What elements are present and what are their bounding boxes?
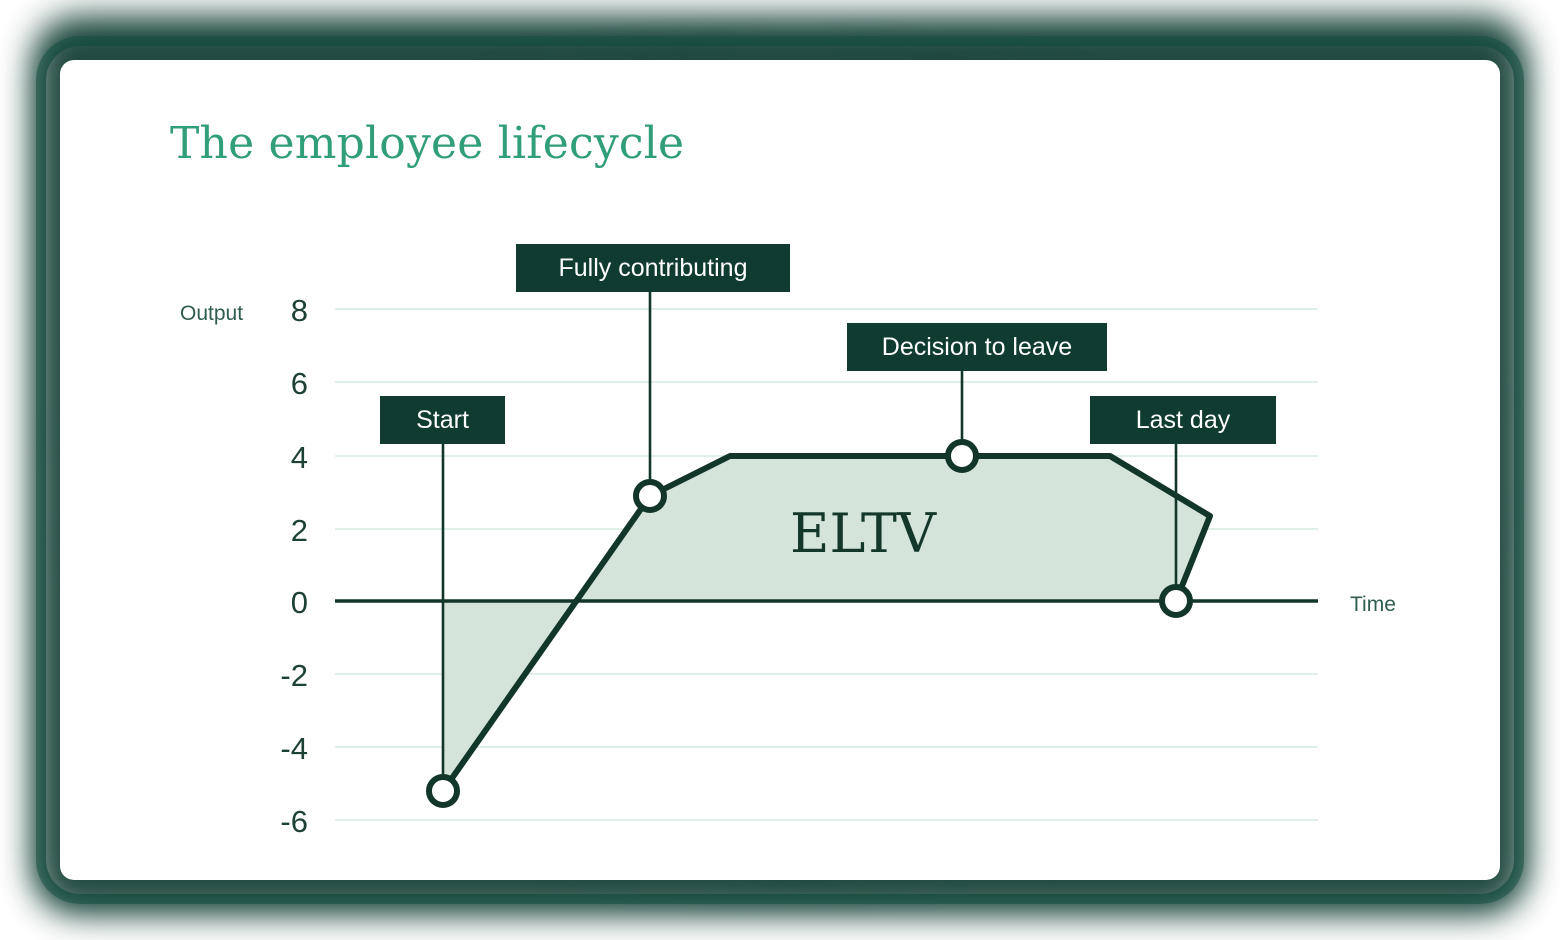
callout-start-label: Start: [416, 406, 469, 434]
callout-last-day-label: Last day: [1136, 406, 1231, 434]
output-curve: [440, 453, 1213, 794]
page-title: The employee lifecycle: [170, 118, 685, 169]
y-tick-label-0: 0: [291, 585, 308, 620]
callout-start[interactable]: Start: [380, 396, 505, 444]
y-tick-labels: 8 6 4 2 0 -2 -4 -6: [280, 293, 308, 839]
lifecycle-chart: 8 6 4 2 0 -2 -4 -6 Output Time ELTV Star…: [180, 244, 1396, 839]
data-point-markers: [426, 439, 1193, 808]
y-tick-label-neg2: -2: [280, 658, 308, 693]
y-tick-label-8: 8: [291, 293, 308, 328]
callout-fully-contributing-box[interactable]: [516, 244, 790, 292]
eltv-area-fill: [443, 456, 1210, 791]
callout-last-day[interactable]: Last day: [1090, 396, 1276, 444]
marker-fully-contributing[interactable]: [633, 479, 667, 513]
callout-start-box[interactable]: [380, 396, 505, 444]
callout-decision-to-leave[interactable]: Decision to leave: [847, 323, 1107, 371]
y-tick-label-neg4: -4: [280, 731, 308, 766]
y-axis-title: Output: [180, 302, 243, 325]
marker-last-day[interactable]: [1159, 584, 1193, 618]
x-axis-title: Time: [1350, 593, 1396, 616]
marker-decision-to-leave[interactable]: [945, 439, 979, 473]
callout-decision-to-leave-box[interactable]: [847, 323, 1107, 371]
y-tick-label-4: 4: [291, 440, 308, 475]
callout-fully-contributing[interactable]: Fully contributing: [516, 244, 790, 292]
y-tick-label-2: 2: [291, 513, 308, 548]
callout-decision-to-leave-label: Decision to leave: [882, 333, 1072, 361]
callout-fully-contributing-label: Fully contributing: [559, 254, 748, 282]
marker-start[interactable]: [426, 774, 460, 808]
slide-card: The employee lifecycle: [60, 60, 1500, 880]
y-tick-label-neg6: -6: [280, 804, 308, 839]
y-tick-label-6: 6: [291, 366, 308, 401]
callout-last-day-box[interactable]: [1090, 396, 1276, 444]
eltv-area-label: ELTV: [790, 502, 937, 565]
